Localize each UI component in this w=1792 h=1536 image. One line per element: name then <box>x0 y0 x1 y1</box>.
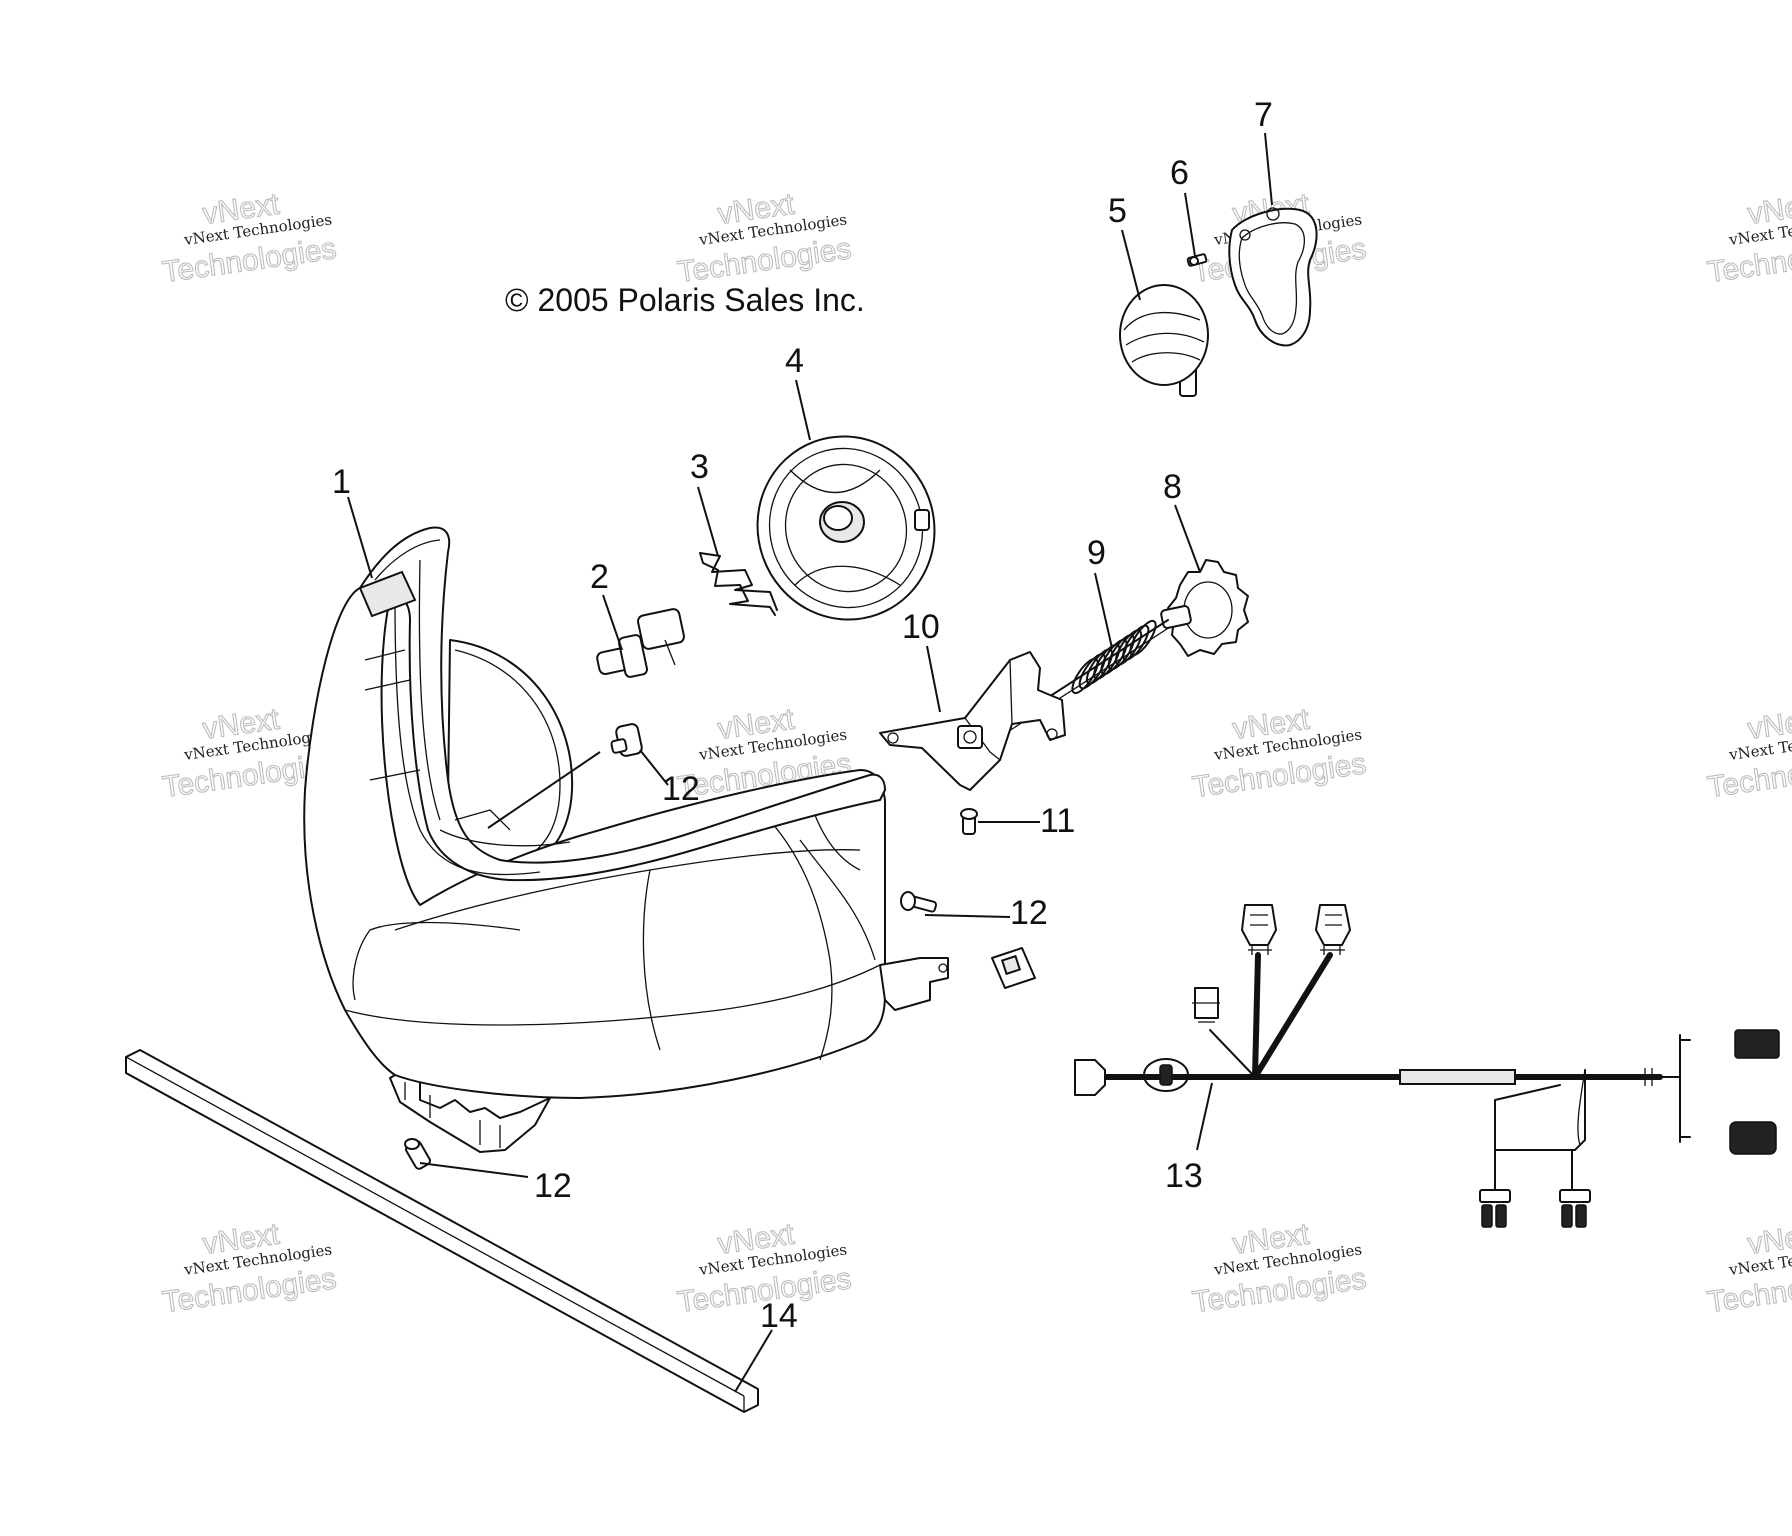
copyright-text: © 2005 Polaris Sales Inc. <box>505 282 865 318</box>
part-8-knob[interactable] <box>1160 559 1249 657</box>
callout-8: 8 <box>1163 468 1182 506</box>
part-11-screw[interactable] <box>960 808 978 835</box>
callout-3: 3 <box>690 448 709 486</box>
spring-coil <box>1129 619 1157 657</box>
part-10-bracket[interactable] <box>879 651 1066 791</box>
callout-13: 13 <box>1165 1157 1203 1195</box>
callout-1: 1 <box>332 463 351 501</box>
callout-11: 11 <box>1040 802 1075 840</box>
part-7-gasket[interactable] <box>1228 207 1318 347</box>
callout-6: 6 <box>1170 154 1189 192</box>
callout-12-a: 12 <box>662 770 700 808</box>
part-1-headlight-housing[interactable] <box>303 526 949 1153</box>
clip-nut[interactable] <box>991 947 1036 989</box>
callout-7: 7 <box>1254 96 1273 134</box>
callout-9: 9 <box>1087 534 1106 572</box>
part-3-spring-clip[interactable] <box>699 552 778 616</box>
callout-numbers: 1 2 3 4 5 6 7 8 9 10 11 12 12 12 13 14 <box>332 96 1273 1335</box>
part-12-screw-c[interactable] <box>404 1138 432 1170</box>
callout-12-b: 12 <box>1010 894 1048 932</box>
part-12-screw-b[interactable] <box>900 891 938 913</box>
part-2-bulb[interactable] <box>596 608 685 678</box>
part-6-screw[interactable] <box>1186 253 1208 267</box>
callout-4: 4 <box>785 342 804 380</box>
callout-14: 14 <box>760 1297 798 1335</box>
part-12-screw-a[interactable] <box>610 723 643 757</box>
callout-2: 2 <box>590 558 609 596</box>
part-14-trim-strip[interactable] <box>125 1049 759 1413</box>
callout-12-c: 12 <box>534 1167 572 1205</box>
callout-5: 5 <box>1108 192 1127 230</box>
spring-coil <box>1122 624 1150 661</box>
leader-lines <box>347 132 1273 1393</box>
part-13-wiring-harness[interactable] <box>1074 904 1780 1228</box>
part-4-reflector[interactable] <box>732 411 960 644</box>
spring-coils <box>1071 619 1157 695</box>
callout-10: 10 <box>902 608 940 646</box>
part-5-lamp[interactable] <box>1119 284 1209 397</box>
